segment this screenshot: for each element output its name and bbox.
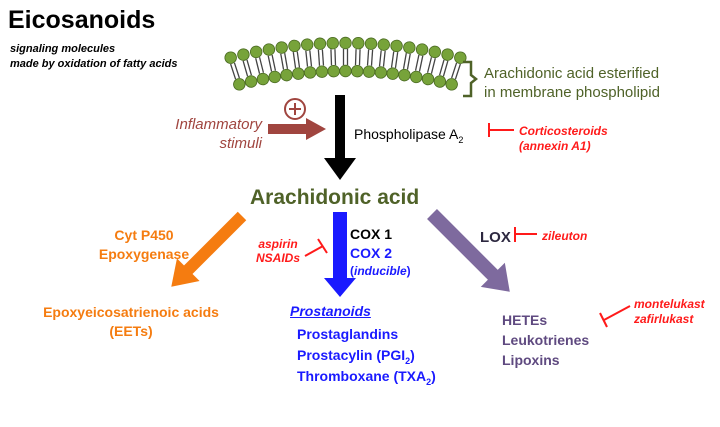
- product-hetes: HETEs: [502, 312, 548, 328]
- cyp-arrow: [171, 211, 247, 287]
- membrane-label-line-2: in membrane phospholipid: [484, 84, 660, 101]
- prostanoids-heading: Prostanoids: [290, 303, 371, 319]
- page-title: Eicosanoids: [8, 6, 156, 34]
- product-subscript: 2: [405, 355, 411, 366]
- stimulus-label-line-1: Inflammatory: [175, 116, 262, 133]
- lox-arrow: [427, 209, 510, 292]
- membrane-bracket: [463, 60, 479, 98]
- phospholipid: [433, 48, 454, 88]
- eets-label: Epoxyeicosatrienoic acids: [43, 304, 219, 320]
- cox1-label: COX 1: [350, 226, 393, 242]
- phospholipid: [313, 37, 329, 78]
- product-label: Prostacylin (PGI: [297, 347, 406, 363]
- enzyme-pla2-label: Phospholipase A: [354, 126, 459, 142]
- phospholipid: [351, 36, 365, 78]
- inhibitor-leukotriene-antagonists: montelukast zafirlukast: [634, 297, 705, 327]
- cox-arrow: [324, 212, 356, 297]
- phospholipid: [445, 51, 467, 91]
- product-lipoxins: Lipoxins: [502, 352, 560, 368]
- phospholipid: [224, 51, 246, 91]
- nsaids-label: NSAIDs: [255, 251, 300, 265]
- aspirin-inhibition-mark: [304, 238, 328, 257]
- stimulus-label: Inflammatory stimuli: [150, 115, 262, 153]
- enzyme-pla2: Phospholipase A2: [354, 126, 463, 145]
- membrane-label-line-1: Arachidonic acid esterified: [484, 65, 660, 82]
- phospholipid: [262, 43, 281, 84]
- zileuton-inhibition-mark: [514, 227, 537, 242]
- aspirin-label: aspirin: [258, 237, 298, 251]
- cyp-enzyme-label: Cyt P450 Epoxygenase: [86, 226, 202, 264]
- phospholipid: [237, 48, 258, 88]
- cox2-note-text: inducible: [354, 264, 407, 278]
- membrane-bilayer-icon: [224, 36, 467, 91]
- phospholipid: [398, 41, 416, 82]
- product-label: Prostaglandins: [297, 326, 399, 342]
- montelukast-label: montelukast: [634, 297, 705, 311]
- inhibitor-aspirin: aspirin NSAIDs: [253, 237, 303, 265]
- phospholipid: [410, 43, 429, 84]
- subtitle-line-2: made by oxidation of fatty acids: [10, 58, 178, 70]
- cox2-label: COX 2: [350, 245, 393, 261]
- product-leukotrienes: Leukotrienes: [502, 332, 590, 348]
- membrane-label: Arachidonic acid esterified in membrane …: [484, 64, 660, 102]
- phospholipid: [288, 39, 305, 80]
- cox2-note: (inducible): [350, 264, 411, 278]
- annexin-label: (annexin A1): [519, 139, 591, 153]
- phospholipid: [301, 38, 317, 79]
- eets-abbrev: (EETs): [109, 323, 153, 339]
- inhibitor-zileuton: zileuton: [542, 229, 588, 243]
- cyp-products: Epoxyeicosatrienoic acids (EETs): [0, 303, 262, 341]
- corticosteroid-inhibition-mark: [488, 123, 514, 137]
- product-label: Thromboxane (TXA: [297, 368, 427, 384]
- pla2-arrow: [324, 95, 356, 180]
- phospholipid: [326, 36, 340, 78]
- lox-label: LOX: [480, 229, 511, 246]
- phospholipid: [421, 45, 442, 86]
- stimulus-arrow: [268, 118, 326, 140]
- product-thromboxane: Thromboxane (TXA2): [297, 368, 436, 387]
- montelukast-inhibition-mark: [599, 305, 631, 328]
- stimulus-label-line-2: stimuli: [219, 135, 262, 152]
- corticosteroids-label: Corticosteroids: [519, 124, 608, 138]
- phospholipid: [249, 45, 270, 86]
- product-prostacyclin: Prostacylin (PGI2): [297, 347, 415, 366]
- cyp-enzyme-line-1: Cyt P450: [114, 227, 174, 243]
- phospholipid: [362, 37, 378, 78]
- phospholipid: [339, 36, 352, 78]
- product-suffix: ): [410, 347, 415, 363]
- enzyme-pla2-subscript: 2: [458, 134, 464, 145]
- zafirlukast-label: zafirlukast: [634, 312, 694, 326]
- product-suffix: ): [431, 368, 436, 384]
- product-prostaglandins: Prostaglandins: [297, 326, 398, 342]
- phospholipid: [386, 39, 403, 80]
- inhibitor-corticosteroids: Corticosteroids (annexin A1): [519, 124, 608, 154]
- product-subscript: 2: [426, 376, 432, 387]
- cyp-enzyme-line-2: Epoxygenase: [98, 246, 190, 262]
- lox-products: HETEs Leukotrienes Lipoxins: [502, 310, 589, 370]
- plus-circle-icon: [284, 98, 306, 120]
- arachidonic-acid-label: Arachidonic acid: [250, 186, 420, 209]
- subtitle-line-1: signaling molecules: [10, 43, 116, 55]
- phospholipid: [275, 41, 293, 82]
